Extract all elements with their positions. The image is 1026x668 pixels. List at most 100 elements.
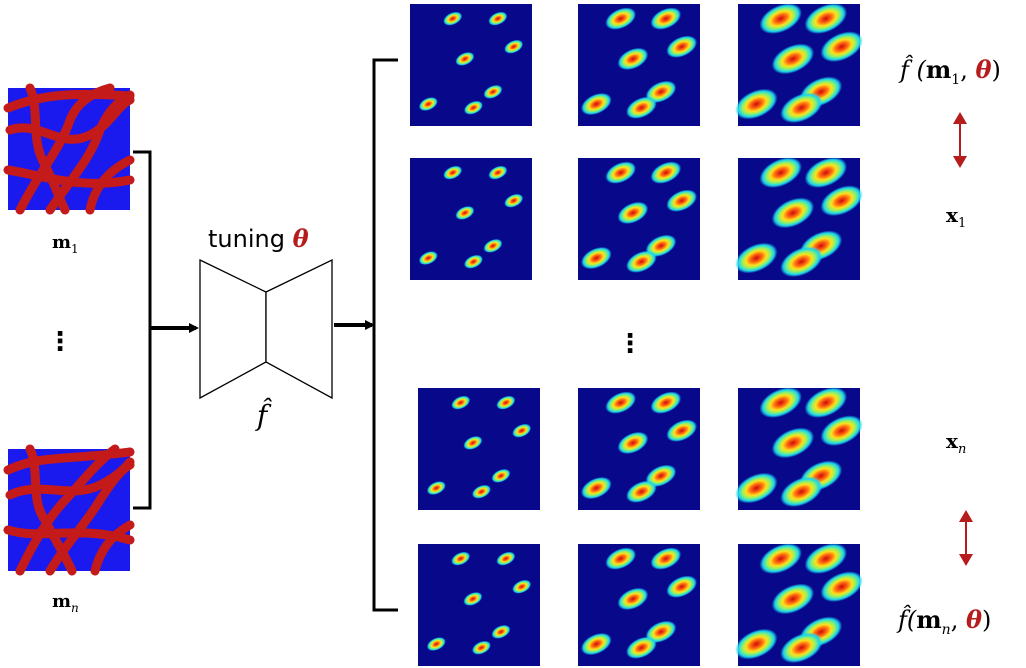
input-label-mn: mn xyxy=(52,591,79,615)
plume-spot xyxy=(472,640,491,655)
network-shape xyxy=(199,258,333,400)
plume-spot xyxy=(650,391,682,414)
plume-spot xyxy=(488,11,508,26)
plume-spot xyxy=(504,193,524,208)
plume-spot xyxy=(491,468,511,483)
label-observation-x1: x1 xyxy=(946,203,966,231)
plume-spot xyxy=(451,551,471,566)
plume-spot xyxy=(496,551,516,566)
label-prediction-m1: f̂ (m1, θ) xyxy=(898,55,1001,88)
plume-spot xyxy=(426,481,446,495)
plume-spot xyxy=(580,92,612,116)
saturation-snapshot xyxy=(735,543,863,666)
output-ellipsis: ⋮ xyxy=(617,329,643,359)
plume-spot xyxy=(455,206,475,220)
plume-spot xyxy=(735,88,778,120)
plume-spot xyxy=(464,100,483,115)
plume-spot xyxy=(650,161,682,184)
output-snapshot-grid xyxy=(410,3,863,666)
plume-spot xyxy=(605,391,637,414)
plume-spot xyxy=(666,575,698,598)
comparison-arrow-bottom xyxy=(959,510,973,566)
plume-spot xyxy=(650,547,682,570)
plume-spot xyxy=(759,3,802,34)
saturation-snapshot xyxy=(410,158,532,280)
plume-spot xyxy=(780,632,823,664)
plume-spot xyxy=(512,579,532,594)
saturation-snapshot xyxy=(578,4,700,126)
plume-spot xyxy=(617,431,649,454)
comparison-arrow-top xyxy=(953,112,967,168)
plume-spot xyxy=(759,387,802,418)
input-label-m1: m1 xyxy=(52,232,79,256)
plume-spot xyxy=(491,624,511,639)
network-caption: tuning θ xyxy=(208,224,309,253)
plume-spot xyxy=(645,620,677,643)
plume-spot xyxy=(645,234,677,257)
plume-spot xyxy=(771,583,815,615)
plume-spot xyxy=(780,246,823,278)
plume-spot xyxy=(580,246,612,270)
plume-spot xyxy=(804,543,848,574)
saturation-snapshot xyxy=(418,544,540,666)
plume-spot xyxy=(472,484,491,499)
plume-spot xyxy=(512,423,532,438)
plume-spot xyxy=(759,543,802,574)
plume-spot xyxy=(820,31,863,63)
plume-spot xyxy=(463,436,483,450)
plume-spot xyxy=(626,636,657,659)
plume-spot xyxy=(605,161,637,184)
plume-spot xyxy=(666,189,698,212)
plume-spot xyxy=(464,254,483,269)
plume-spot xyxy=(820,415,863,447)
plume-spot xyxy=(645,464,677,487)
plume-spot xyxy=(451,395,471,410)
input-bracket xyxy=(133,150,152,510)
plume-spot xyxy=(605,547,637,570)
plume-spot xyxy=(580,476,612,500)
saturation-snapshot xyxy=(735,3,863,126)
plume-spot xyxy=(483,84,503,99)
saturation-snapshot xyxy=(735,157,863,280)
plume-spot xyxy=(820,185,863,217)
plume-spot xyxy=(496,395,516,410)
plume-spot xyxy=(580,632,612,656)
plume-spot xyxy=(617,47,649,70)
saturation-snapshot xyxy=(410,4,532,126)
plume-spot xyxy=(443,11,463,26)
plume-spot xyxy=(771,427,815,459)
plume-spot xyxy=(820,571,863,603)
plume-spot xyxy=(780,92,823,124)
saturation-snapshot xyxy=(418,388,540,510)
output-bracket xyxy=(372,58,398,612)
plume-spot xyxy=(666,419,698,442)
input-field-mn xyxy=(3,444,135,576)
plume-spot xyxy=(804,3,848,34)
plume-spot xyxy=(666,35,698,58)
plume-spot xyxy=(735,472,778,504)
plume-spot xyxy=(443,165,463,180)
plume-spot xyxy=(605,7,637,30)
plume-spot xyxy=(455,52,475,66)
plume-spot xyxy=(418,251,438,265)
plume-spot xyxy=(483,238,503,253)
plume-spot xyxy=(645,80,677,103)
saturation-snapshot xyxy=(578,158,700,280)
plume-spot xyxy=(626,96,657,119)
label-observation-xn: xn xyxy=(946,429,966,457)
plume-spot xyxy=(504,39,524,54)
plume-spot xyxy=(488,165,508,180)
plume-spot xyxy=(735,628,778,660)
plume-spot xyxy=(804,157,848,188)
plume-spot xyxy=(617,201,649,224)
plume-spot xyxy=(759,157,802,188)
plume-spot xyxy=(463,592,483,606)
saturation-snapshot xyxy=(735,387,863,510)
network-operator-label: f̂ xyxy=(255,398,273,432)
plume-spot xyxy=(617,587,649,610)
plume-spot xyxy=(735,242,778,274)
saturation-snapshot xyxy=(578,388,700,510)
label-prediction-mn: f̂(mn, θ) xyxy=(896,605,991,638)
plume-spot xyxy=(771,43,815,75)
saturation-snapshot xyxy=(578,544,700,666)
